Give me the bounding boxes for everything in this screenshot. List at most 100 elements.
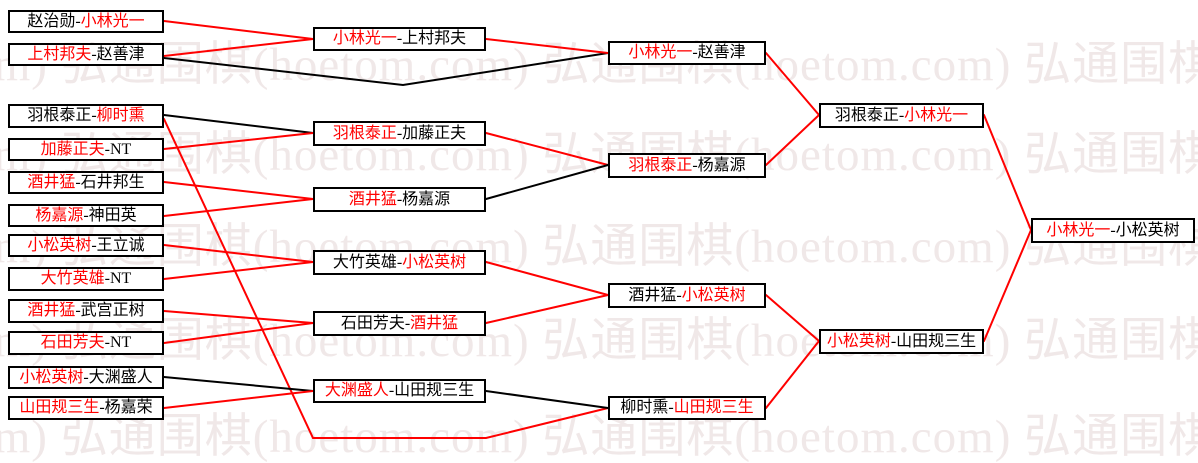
player-name: 杨嘉源 — [35, 206, 84, 224]
connector-line — [163, 52, 609, 87]
player-name: 赵治勋 — [27, 12, 76, 30]
vs-dash: - — [388, 382, 395, 399]
vs-dash: - — [396, 253, 403, 271]
match-box-r1-12: 山田规三生-杨嘉荣 — [8, 396, 164, 420]
match-box-r2-1: 小林光一-上村邦夫 — [313, 27, 486, 51]
match-box-r3-4: 柳时熏-山田规三生 — [608, 396, 766, 420]
player-name: 山田规三生 — [896, 332, 977, 350]
connector-line — [485, 261, 609, 296]
match-box-r1-1: 赵治勋-小林光一 — [8, 10, 164, 33]
vs-dash: - — [396, 190, 403, 208]
vs-dash: - — [898, 106, 905, 124]
vs-dash: - — [404, 314, 411, 332]
player-name: 神田英 — [88, 206, 137, 224]
match-box-r3-1: 小林光一-赵善津 — [608, 41, 766, 65]
vs-dash: - — [692, 156, 698, 174]
connector-line — [485, 294, 609, 324]
vs-dash: - — [91, 45, 97, 63]
watermark-text: 弘通围棋(hoetom.com) 弘通围棋(hoetom.com) 弘通围棋(h… — [0, 221, 1198, 273]
vs-dash: - — [1110, 221, 1116, 239]
watermark-text: 弘通围棋(hoetom.com) 弘通围棋(hoetom.com) 弘通围棋(h… — [0, 411, 1198, 463]
player-name: NT — [110, 140, 132, 158]
player-name: 小林光一 — [904, 106, 969, 124]
player-name: 赵善津 — [96, 45, 145, 63]
player-name: 大渊盛人 — [88, 368, 153, 386]
player-name: 羽根泰正 — [332, 124, 397, 142]
connector-line — [765, 340, 820, 409]
match-box-r2-4: 大竹英雄-小松英树 — [313, 250, 486, 275]
vs-dash: - — [99, 399, 105, 416]
player-name: 上村邦夫 — [402, 30, 467, 47]
player-name: 王立诚 — [96, 236, 145, 254]
connector-line — [163, 38, 314, 57]
vs-dash: - — [396, 30, 403, 47]
connector-line — [163, 181, 314, 200]
connector-line — [163, 132, 314, 150]
match-box-final: 小林光一-小松英树 — [1031, 218, 1195, 243]
vs-dash: - — [75, 173, 81, 191]
connector-line — [163, 198, 314, 217]
connector-line — [485, 164, 609, 200]
player-name: 羽根泰正 — [628, 156, 693, 174]
player-name: 小松英树 — [19, 368, 84, 386]
player-name: 石井邦生 — [80, 173, 145, 191]
player-name: 石田芳夫 — [340, 314, 405, 332]
player-name: 羽根泰正 — [834, 106, 899, 124]
player-name: 杨嘉源 — [402, 190, 451, 208]
vs-dash: - — [692, 44, 698, 61]
connector-line — [765, 52, 820, 116]
match-box-r3-2: 羽根泰正-杨嘉源 — [608, 153, 766, 178]
connector-line — [163, 118, 609, 439]
vs-dash: - — [91, 107, 97, 124]
match-box-r1-7: 小松英树-王立诚 — [8, 234, 164, 257]
player-name: 上村邦夫 — [27, 45, 92, 63]
connector-line — [163, 310, 314, 324]
match-box-r1-4: 加藤正夫-NT — [8, 138, 164, 161]
player-name: 酒井猛 — [628, 286, 677, 304]
player-name: 加藤正夫 — [402, 124, 467, 142]
player-name: 杨嘉荣 — [104, 399, 153, 416]
player-name: 武宫正树 — [80, 302, 145, 319]
connector-line — [163, 261, 314, 280]
connector-line — [163, 114, 314, 134]
vs-dash: - — [668, 399, 674, 416]
player-name: 酒井猛 — [348, 190, 397, 208]
player-name: 山田规三生 — [394, 382, 475, 399]
match-box-r1-8: 大竹英雄-NT — [8, 267, 164, 291]
player-name: 小林光一 — [332, 30, 397, 47]
connector-line — [163, 322, 314, 344]
player-name: 小松英树 — [826, 332, 891, 350]
match-box-r1-9: 酒井猛-武宫正树 — [8, 299, 164, 323]
player-name: 小松英树 — [27, 236, 92, 254]
vs-dash: - — [83, 206, 89, 224]
match-box-r1-10: 石田芳夫-NT — [8, 331, 164, 355]
match-box-r1-11: 小松英树-大渊盛人 — [8, 366, 164, 389]
match-box-r2-2: 羽根泰正-加藤正夫 — [313, 121, 486, 146]
connector-line — [163, 20, 314, 40]
player-name: 羽根泰正 — [27, 107, 92, 124]
vs-dash: - — [104, 270, 110, 287]
player-name: NT — [110, 270, 132, 287]
match-box-r1-3: 羽根泰正-柳时熏 — [8, 104, 164, 128]
connector-line — [163, 390, 314, 409]
vs-dash: - — [75, 302, 81, 319]
player-name: 石田芳夫 — [40, 334, 105, 351]
connector-line — [983, 229, 1032, 342]
player-name: NT — [110, 334, 132, 351]
connector-line — [765, 114, 820, 166]
vs-dash: - — [396, 124, 403, 142]
player-name: 酒井猛 — [410, 314, 459, 332]
connector-line — [485, 38, 609, 54]
match-box-r3-3: 酒井猛-小松英树 — [608, 283, 766, 308]
vs-dash: - — [91, 236, 97, 254]
player-name: 山田规三生 — [673, 399, 754, 416]
player-name: 小林光一 — [628, 44, 693, 61]
connector-line — [163, 244, 314, 263]
player-name: 酒井猛 — [27, 302, 76, 319]
watermark-text: 弘通围棋(hoetom.com) 弘通围棋(hoetom.com) 弘通围棋(h… — [0, 315, 1198, 367]
match-box-r2-3: 酒井猛-杨嘉源 — [313, 187, 486, 212]
connector-line — [983, 114, 1032, 231]
